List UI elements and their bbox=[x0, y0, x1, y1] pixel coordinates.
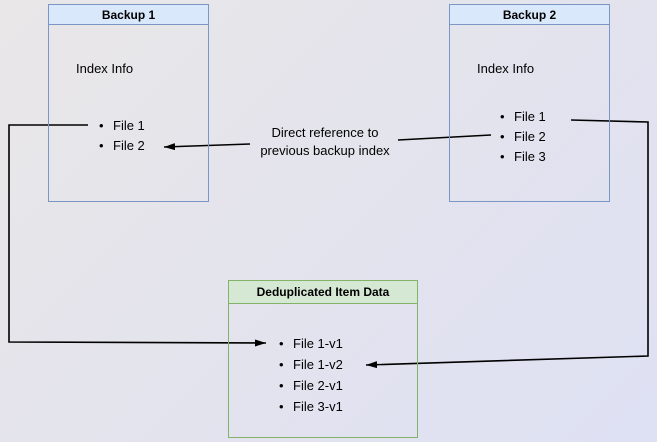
bullet-icon: • bbox=[500, 149, 505, 164]
dedup-file1v1-label: File 1-v1 bbox=[293, 336, 343, 351]
edge-label-line2: previous backup index bbox=[260, 143, 390, 158]
dedup-file-list: • File 1-v1 • File 1-v2 • File 2-v1 • File 3… bbox=[279, 333, 343, 417]
dedup-file3v1-label: File 3-v1 bbox=[293, 399, 343, 414]
edge-label-line1: Direct reference to bbox=[271, 125, 379, 140]
backup2-node: Backup 2 Index Info • File 1 • File 2 • Fil… bbox=[449, 4, 610, 202]
dedup-file2v1-label: File 2-v1 bbox=[293, 378, 343, 393]
list-item: • File 1 bbox=[99, 116, 145, 136]
bullet-icon: • bbox=[279, 357, 284, 372]
backup2-file2-label: File 2 bbox=[514, 129, 546, 144]
bullet-icon: • bbox=[279, 378, 284, 393]
edge-label-direct-reference: Direct reference to previous backup inde… bbox=[245, 124, 405, 160]
list-item: • File 2 bbox=[500, 127, 546, 147]
backup1-file-list: • File 1 • File 2 bbox=[99, 116, 145, 156]
bullet-icon: • bbox=[99, 118, 104, 133]
backup1-node: Backup 1 Index Info • File 1 • File 2 bbox=[48, 4, 209, 202]
list-item: • File 1-v1 bbox=[279, 333, 343, 354]
dedup-node: Deduplicated Item Data • File 1-v1 • File … bbox=[228, 280, 418, 438]
bullet-icon: • bbox=[500, 109, 505, 124]
list-item: • File 2-v1 bbox=[279, 375, 343, 396]
backup2-file3-label: File 3 bbox=[514, 149, 546, 164]
list-item: • File 1 bbox=[500, 107, 546, 127]
bullet-icon: • bbox=[99, 138, 104, 153]
backup2-file-list: • File 1 • File 2 • File 3 bbox=[500, 107, 546, 167]
backup1-file1-label: File 1 bbox=[113, 118, 145, 133]
backup1-file2-label: File 2 bbox=[113, 138, 145, 153]
backup1-subtitle: Index Info bbox=[76, 61, 134, 76]
backup2-file1-label: File 1 bbox=[514, 109, 546, 124]
bullet-icon: • bbox=[279, 336, 284, 351]
bullet-icon: • bbox=[279, 399, 284, 414]
dedup-title: Deduplicated Item Data bbox=[229, 281, 417, 304]
dedup-file1v2-label: File 1-v2 bbox=[293, 357, 343, 372]
list-item: • File 3 bbox=[500, 147, 546, 167]
backup2-title: Backup 2 bbox=[450, 5, 609, 25]
list-item: • File 1-v2 bbox=[279, 354, 343, 375]
backup2-subtitle: Index Info bbox=[477, 61, 535, 76]
bullet-icon: • bbox=[500, 129, 505, 144]
list-item: • File 3-v1 bbox=[279, 396, 343, 417]
backup1-title: Backup 1 bbox=[49, 5, 208, 25]
list-item: • File 2 bbox=[99, 136, 145, 156]
